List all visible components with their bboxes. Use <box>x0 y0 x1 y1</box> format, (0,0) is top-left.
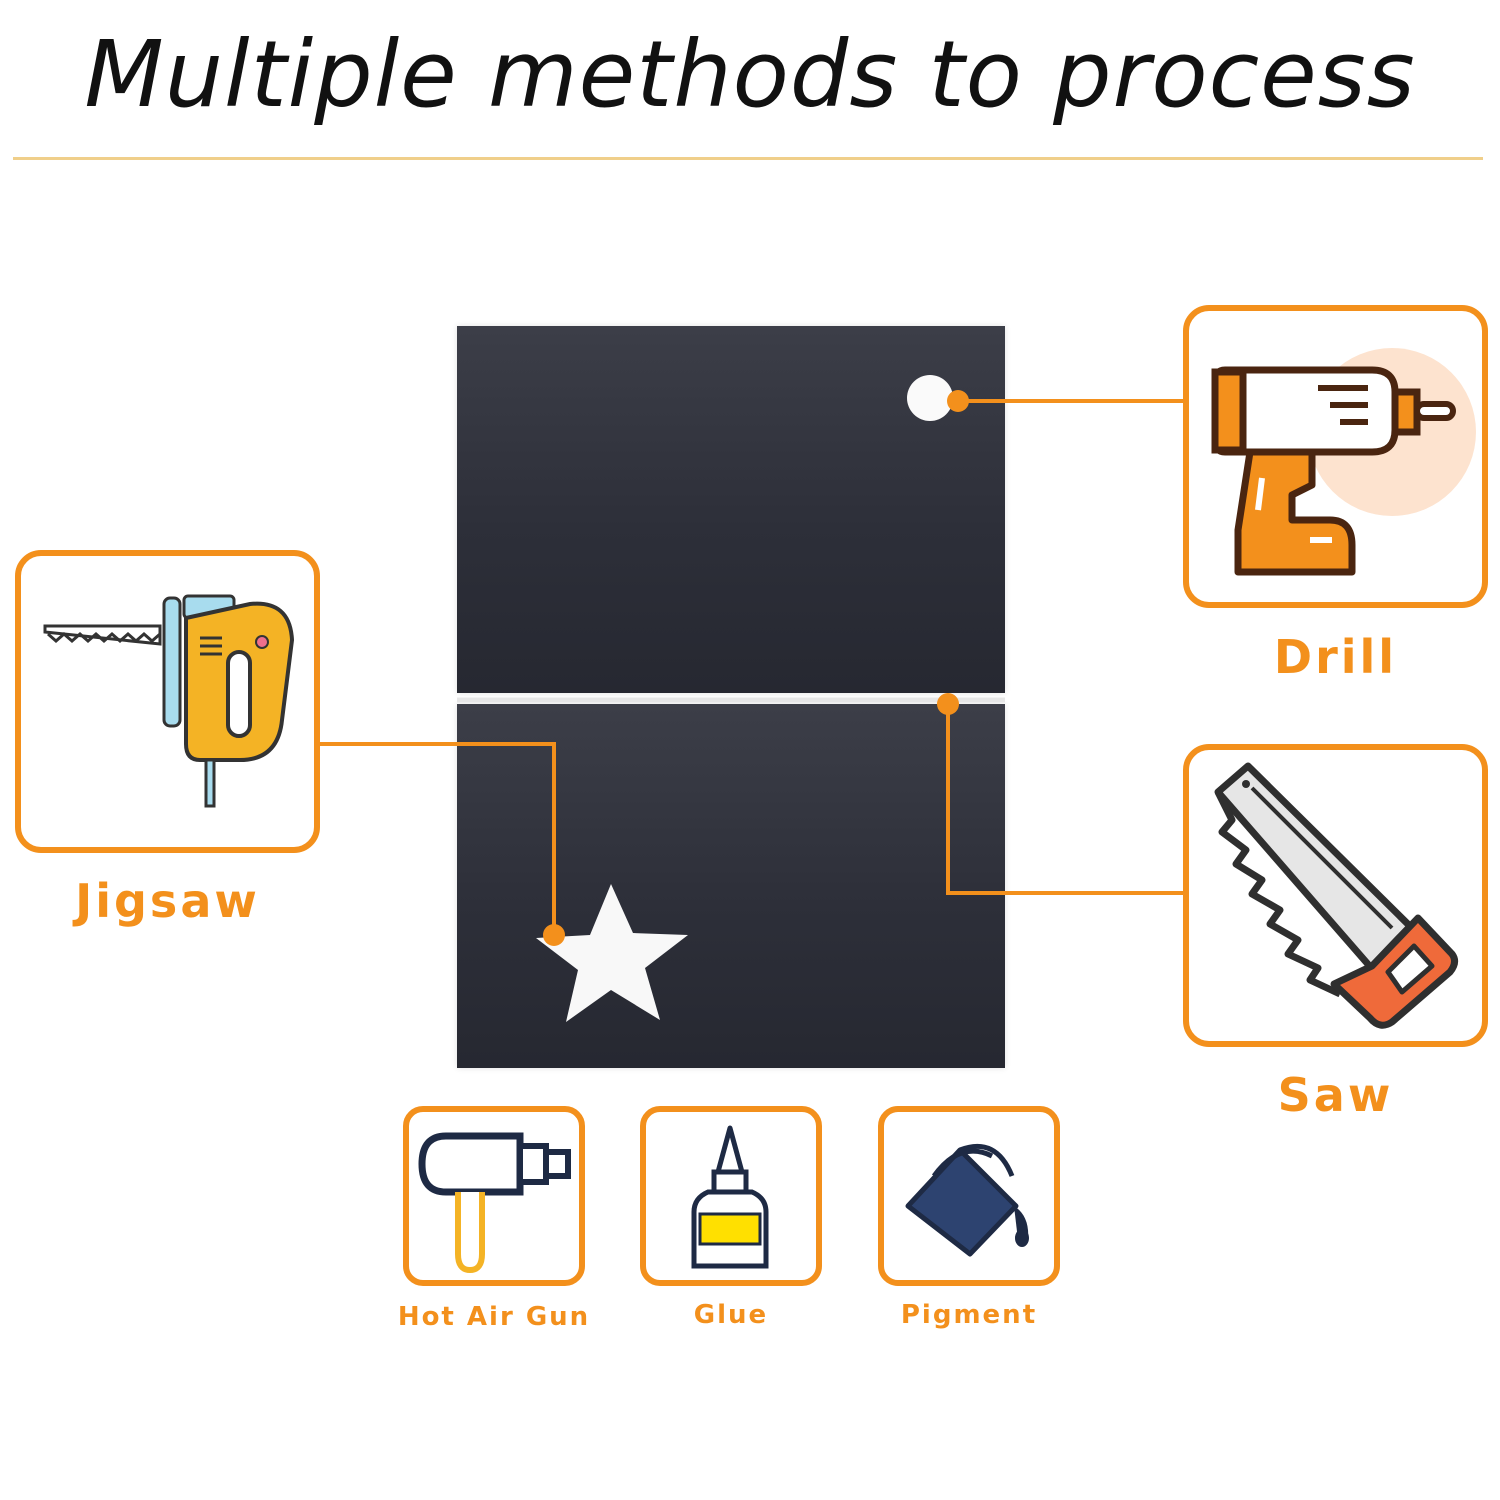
jigsaw-connector <box>320 742 556 935</box>
sheet-bottom-panel <box>457 704 1005 1068</box>
pigment-label: Pigment <box>900 1300 1038 1330</box>
saw-label: Saw <box>1277 1068 1394 1122</box>
paint-bucket-icon <box>905 1143 1029 1257</box>
hot-air-gun-label: Hot Air Gun <box>397 1302 591 1332</box>
jigsaw-icon <box>43 594 295 808</box>
drill-dot <box>947 390 969 412</box>
title-divider <box>13 157 1483 160</box>
connector-lines <box>320 399 1183 935</box>
cordless-drill-icon <box>1211 348 1476 576</box>
hand-saw-icon <box>1214 762 1459 1029</box>
star-cutout <box>536 884 688 1022</box>
drilled-hole <box>907 375 953 421</box>
glue-label: Glue <box>693 1300 769 1330</box>
saw-connector <box>946 704 1183 895</box>
hot-air-gun-icon <box>418 1132 571 1274</box>
drill-label: Drill <box>1273 630 1398 684</box>
glue-bottle-icon <box>691 1125 769 1269</box>
jigsaw-label: Jigsaw <box>75 874 260 928</box>
saw-dot <box>937 693 959 715</box>
page-title: Multiple methods to process <box>84 21 1416 128</box>
jigsaw-dot <box>543 924 565 946</box>
